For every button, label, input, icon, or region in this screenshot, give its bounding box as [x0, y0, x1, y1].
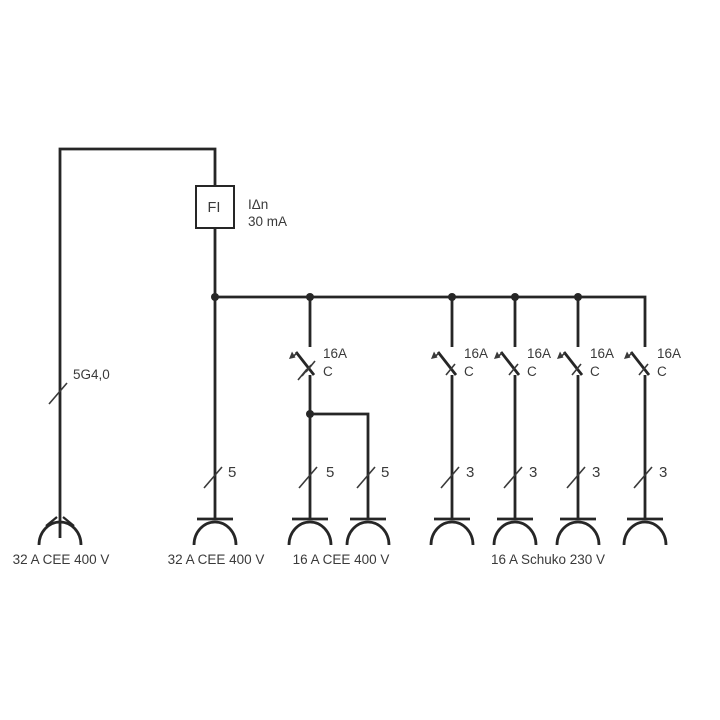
supply-cable-label: 5G4,0: [73, 367, 110, 382]
breaker-rating-label: 16A: [323, 346, 347, 361]
pole-count-ticks: [571, 363, 582, 376]
cable-slash: [356, 466, 376, 489]
circuit-breaker-3p: 16A C: [289, 346, 347, 381]
cee-socket-icon: [287, 517, 333, 546]
cable-cores-label: 3: [659, 464, 667, 481]
branch-schuko-2: 16A C 3: [492, 297, 551, 546]
branch-schuko-3: 16A C 3: [555, 297, 614, 546]
breaker-blade: [499, 351, 521, 376]
breaker-rating-label: 16A: [657, 346, 681, 361]
cable-cores-label: 5: [228, 464, 236, 481]
cable-slash: [203, 466, 223, 489]
supply-cable-slash: [48, 382, 68, 405]
bus: [211, 293, 647, 347]
cable-slash: [503, 466, 523, 489]
circuit-breaker-1p: 16A C: [557, 346, 614, 379]
trip-arrow-icon: [431, 351, 438, 359]
schuko-socket-icon: [492, 517, 538, 546]
rcd-label: FI: [208, 200, 221, 216]
rcd-param-label: IΔn: [248, 197, 268, 212]
breaker-curve-label: C: [323, 364, 333, 379]
trip-arrow-icon: [289, 351, 296, 359]
bus-line: [215, 295, 647, 347]
breaker-rating-label: 16A: [590, 346, 614, 361]
cable-slash: [440, 466, 460, 489]
circuit-breaker-1p: 16A C: [494, 346, 551, 379]
split-line: [310, 412, 370, 519]
rcd-outline: [195, 185, 235, 229]
breaker-blade: [562, 351, 584, 376]
pole-count-ticks: [445, 363, 456, 376]
rcd-value-label: 30 mA: [248, 214, 287, 229]
cable-slash: [566, 466, 586, 489]
circuit-breaker-1p: 16A C: [624, 346, 681, 379]
pole-count-ticks: [297, 360, 316, 381]
outlet-group-label: 32 A CEE 400 V: [168, 552, 265, 567]
branch-16a-cee: 16A C 5 5 16 A CEE 400 V: [287, 297, 391, 567]
cee-socket-icon: [192, 517, 238, 546]
supply-feed-line: [58, 147, 217, 538]
schuko-socket-icon: [429, 517, 475, 546]
cable-slash: [633, 466, 653, 489]
breaker-curve-label: C: [590, 364, 600, 379]
trip-arrow-icon: [494, 351, 501, 359]
breaker-rating-label: 16A: [527, 346, 551, 361]
cable-cores-label: 3: [466, 464, 474, 481]
schuko-socket-icon: [555, 517, 601, 546]
breaker-curve-label: C: [527, 364, 537, 379]
breaker-rating-label: 16A: [464, 346, 488, 361]
branch-schuko-4: 16A C 3: [622, 346, 681, 546]
trip-arrow-icon: [557, 351, 564, 359]
supply-connector-label: 32 A CEE 400 V: [13, 552, 110, 567]
branch-schuko-1: 16A C 3: [429, 297, 488, 546]
circuit-breaker-1p: 16A C: [431, 346, 488, 379]
pole-count-ticks: [508, 363, 519, 376]
outlet-group-label: 16 A Schuko 230 V: [491, 552, 605, 567]
breaker-blade: [629, 351, 651, 376]
schuko-socket-icon: [622, 517, 668, 546]
supply-feed: 5G4,0 32 A CEE 400 V: [13, 147, 217, 567]
pole-count-ticks: [638, 363, 649, 376]
cee-plug-icon: [37, 516, 83, 546]
cable-slash: [298, 466, 318, 489]
branch-32a-cee: 5 32 A CEE 400 V: [168, 297, 265, 567]
breaker-blade: [294, 351, 316, 376]
cable-cores-label: 3: [529, 464, 537, 481]
cee-socket-icon: [345, 517, 391, 546]
cable-cores-label: 5: [381, 464, 389, 481]
breaker-curve-label: C: [464, 364, 474, 379]
junction-dot: [306, 410, 314, 418]
cable-cores-label: 3: [592, 464, 600, 481]
breaker-blade: [436, 351, 458, 376]
cable-cores-label: 5: [326, 464, 334, 481]
breaker-curve-label: C: [657, 364, 667, 379]
trip-arrow-icon: [624, 351, 631, 359]
rcd-box: FI IΔn 30 mA: [195, 185, 287, 297]
outlet-group-label: 16 A CEE 400 V: [293, 552, 390, 567]
